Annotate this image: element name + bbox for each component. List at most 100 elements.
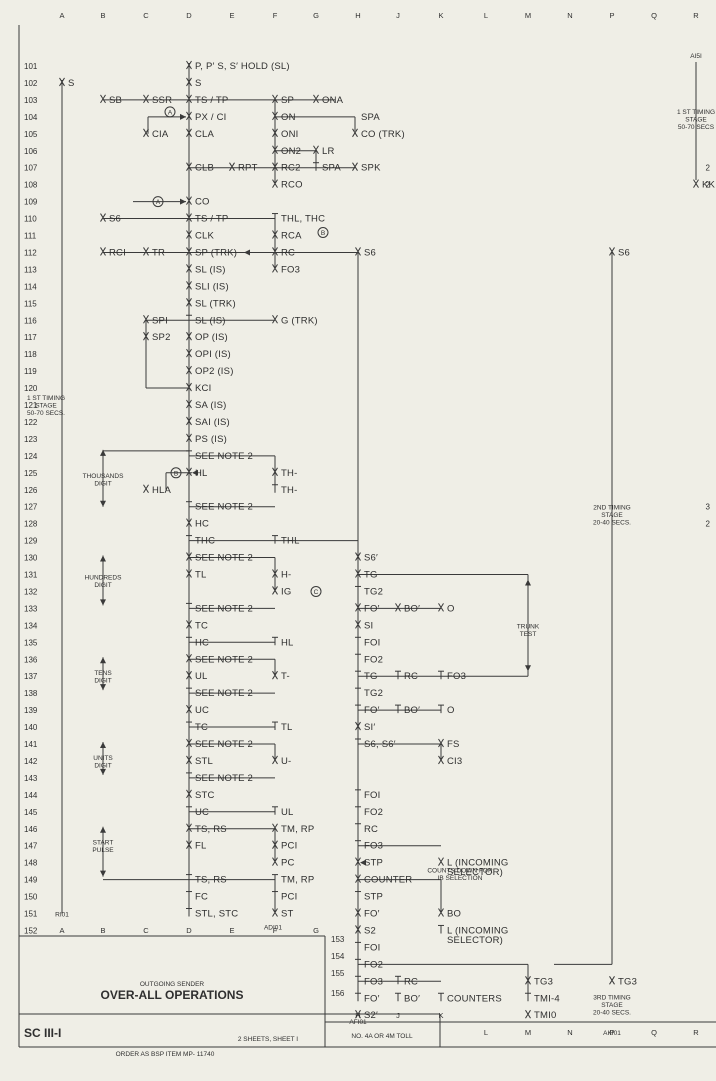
- item-sl-is-116: SL (IS): [195, 315, 226, 326]
- column-letter-bottom: D: [186, 926, 192, 935]
- contact-mark: [272, 264, 278, 273]
- item-cla: CLA: [195, 129, 215, 140]
- item-si: SI: [364, 620, 373, 631]
- contact-mark: [272, 145, 278, 155]
- item-see-note-136: SEE NOTE 2: [195, 654, 253, 665]
- item-fo_p: FO′: [364, 603, 380, 614]
- contact-mark: [693, 179, 699, 188]
- contact-mark: [186, 348, 192, 358]
- item-rci: RCI: [109, 247, 126, 258]
- row-number: 121: [24, 401, 38, 410]
- item-fo_p3: FO′: [364, 909, 380, 920]
- item-tm_rp: TM, RP: [281, 824, 314, 835]
- item-s2p: S2′: [364, 1010, 378, 1021]
- item-rco: RCO: [281, 180, 303, 191]
- item-pci: PCI: [281, 841, 297, 852]
- row-number: 123: [24, 435, 38, 444]
- contact-mark: [438, 908, 444, 917]
- item-hc: HC: [195, 519, 209, 530]
- column-letter-top: N: [567, 11, 572, 20]
- item-sl_is: SL (IS): [195, 264, 226, 275]
- item-fo3-147: FO3: [364, 841, 383, 852]
- row-number: 114: [24, 282, 37, 291]
- contact-mark: [438, 603, 444, 612]
- column-letter-top: D: [186, 11, 192, 20]
- contact-mark: [143, 94, 149, 104]
- row-number: 136: [24, 655, 38, 664]
- item-pci-150: PCI: [281, 892, 297, 903]
- item-ps_is: PS (IS): [195, 434, 227, 445]
- column-letter-top: E: [229, 11, 234, 20]
- column-letter-bottom: F: [273, 926, 278, 935]
- row-number: 124: [24, 452, 38, 461]
- row-number: 108: [24, 181, 38, 190]
- item-tl: TL: [195, 570, 207, 581]
- ref-ri01: RI01: [55, 912, 69, 919]
- contact-mark: [186, 670, 192, 680]
- row-number: 102: [24, 79, 38, 88]
- column-letter-bottom: K: [438, 1011, 443, 1020]
- contact-mark: [272, 467, 278, 477]
- item-t_minus: T-: [281, 671, 290, 682]
- row-number: 122: [24, 418, 38, 427]
- item-see-note-133: SEE NOTE 2: [195, 603, 253, 614]
- row-number: 118: [24, 350, 37, 359]
- item-s6a: S6: [109, 214, 121, 225]
- column-letter-top: B: [100, 11, 105, 20]
- row-number-lower: 153: [331, 935, 345, 944]
- contact-mark: [313, 145, 319, 155]
- item-ts_tp2: TS / TP: [195, 214, 228, 225]
- column-letter-top: J: [396, 11, 400, 20]
- contact-mark: [313, 94, 319, 104]
- item-hl-135: HL: [281, 637, 294, 648]
- item-fo-139: FO′: [364, 705, 380, 716]
- item-cia: CIA: [152, 129, 169, 140]
- contact-mark: [186, 399, 192, 409]
- item-sb: SB: [109, 95, 122, 106]
- item-fc-150: FC: [195, 892, 208, 903]
- row-number: 132: [24, 587, 38, 596]
- marker-b2-letter: B: [174, 470, 178, 477]
- toll-note: NO. 4A OR 4M TOLL: [351, 1033, 413, 1040]
- contact-mark: [355, 721, 361, 731]
- row-number: 140: [24, 723, 38, 732]
- column-letter-bottom: L: [484, 1028, 488, 1037]
- contact-mark: [272, 755, 278, 765]
- column-letter-top: H: [355, 11, 360, 20]
- contact-mark: [186, 365, 192, 375]
- column-letter-top: L: [484, 11, 488, 20]
- item-see-note-127: SEE NOTE 2: [195, 502, 253, 513]
- column-letter-top: K: [438, 11, 443, 20]
- contact-mark: [186, 77, 192, 87]
- edge-2c: 2: [706, 520, 711, 529]
- column-letter-bottom: R: [693, 1028, 699, 1037]
- item-lr: LR: [322, 146, 335, 157]
- item-rc-137: RC: [404, 671, 418, 682]
- column-letter-top: A: [59, 11, 64, 20]
- item-opi_is: OPI (IS): [195, 349, 231, 360]
- column-letter-bottom: A: [59, 926, 64, 935]
- item-fo3-137: FO3: [447, 671, 466, 682]
- row-number: 149: [24, 876, 38, 885]
- contact-mark: [272, 586, 278, 595]
- contact-mark: [355, 620, 361, 629]
- contact-mark: [186, 552, 192, 561]
- row-number: 142: [24, 757, 38, 766]
- column-letter-bottom: M: [525, 1028, 531, 1037]
- contact-mark: [438, 738, 444, 748]
- column-letter-top: Q: [651, 11, 657, 20]
- contact-mark: [143, 331, 149, 341]
- item-o-139: O: [447, 705, 455, 716]
- item-see-note-143: SEE NOTE 2: [195, 773, 253, 784]
- row-number: 152: [24, 926, 38, 935]
- contact-mark: [186, 620, 192, 629]
- column-letter-bottom: E: [229, 926, 234, 935]
- contact-mark: [352, 128, 358, 138]
- item-tl-140: TL: [281, 722, 293, 733]
- column-letter-top: C: [143, 11, 149, 20]
- column-letter-top: P: [609, 11, 614, 20]
